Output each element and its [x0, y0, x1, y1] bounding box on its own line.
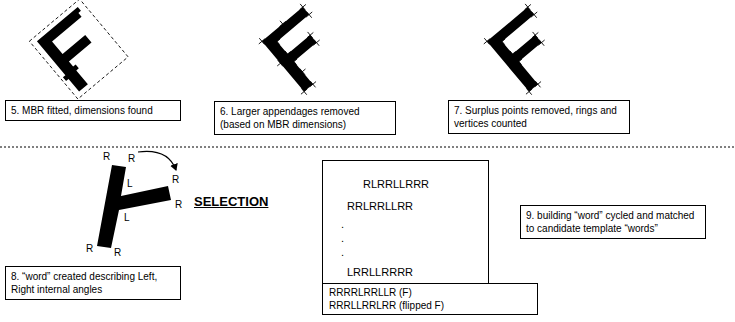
caption-text: RRRRLRRLLR (F)	[329, 286, 531, 299]
vertex-cross	[513, 56, 525, 68]
angle-label: R	[172, 174, 179, 186]
template-box: RRRRLRRLLR (F)RRRLLRRLRR (flipped F)	[322, 283, 538, 315]
vertex-cross	[528, 9, 540, 21]
step-caption: 8. “word” created describing Left, Right…	[5, 266, 181, 300]
word-text: .	[341, 217, 484, 231]
angle-label: L	[124, 212, 130, 224]
step-caption: 7. Surplus points removed, rings and ver…	[448, 100, 630, 134]
caption-text: 7. Surplus points removed, rings and ver…	[454, 104, 624, 130]
vertex-cross	[311, 37, 323, 49]
vertex-cross	[256, 36, 268, 48]
step-caption: 5. MBR fitted, dimensions found	[5, 100, 181, 121]
vertex-cross	[522, 1, 534, 13]
angle-label: R	[114, 247, 121, 259]
angle-label: R	[103, 151, 110, 163]
building-shape	[487, 7, 570, 92]
word-text: RRLRRLLRR	[347, 199, 484, 213]
vertex-cross	[481, 36, 493, 48]
vertex-cross	[277, 18, 289, 30]
building-shape	[97, 165, 171, 248]
mbr-rectangle	[29, 0, 128, 99]
caption-text: 8. “word” created describing Left, Right…	[11, 270, 175, 296]
vertex-cross	[282, 48, 294, 60]
vertex-cross	[275, 58, 287, 70]
building-outline-simplified	[256, 1, 351, 97]
angle-label: R	[128, 153, 135, 165]
vertex-cross	[298, 86, 310, 98]
vertex-cross	[507, 48, 519, 60]
vertex-cross	[304, 29, 316, 41]
direction-arrow	[138, 151, 176, 170]
angle-label: R	[175, 199, 182, 211]
vertex-cross	[532, 78, 544, 90]
word-text: LRRLLRRRR	[347, 265, 484, 279]
building-shape	[34, 7, 120, 94]
vertex-cross	[529, 29, 541, 41]
section-heading: SELECTION	[194, 194, 268, 210]
word-list-box: RLRRLLRRR RRLRRLLRR... LRRLLRRRR	[322, 160, 489, 286]
vertex-cross	[523, 86, 535, 98]
angle-label: R	[86, 243, 93, 255]
vertex-cross	[297, 1, 309, 13]
vertex-cross	[271, 36, 283, 48]
vertex-cross	[307, 78, 319, 90]
angle-label: L	[127, 178, 133, 190]
step-caption: 9. building “word” cycled and matched to…	[520, 205, 706, 239]
vertex-cross	[288, 56, 300, 68]
vertex-cross	[496, 36, 508, 48]
vertex-cross	[303, 9, 315, 21]
word-text: .	[341, 245, 484, 259]
vertex-cross	[536, 37, 548, 49]
separator-line	[0, 147, 735, 148]
building-outline-raw	[29, 0, 128, 99]
word-text: .	[341, 231, 484, 245]
step-caption: 6. Larger appendages removed (based on M…	[214, 101, 396, 135]
caption-text: 9. building “word” cycled and matched to…	[526, 209, 700, 235]
vertex-cross	[297, 66, 309, 78]
caption-text: 6. Larger appendages removed (based on M…	[220, 105, 390, 131]
caption-text: 5. MBR fitted, dimensions found	[11, 104, 175, 117]
building-shape	[262, 7, 345, 92]
building-outline-final	[481, 1, 576, 97]
word-text: RLRRLLRRR	[363, 177, 484, 191]
caption-text: RRRLLRRLRR (flipped F)	[329, 299, 531, 312]
